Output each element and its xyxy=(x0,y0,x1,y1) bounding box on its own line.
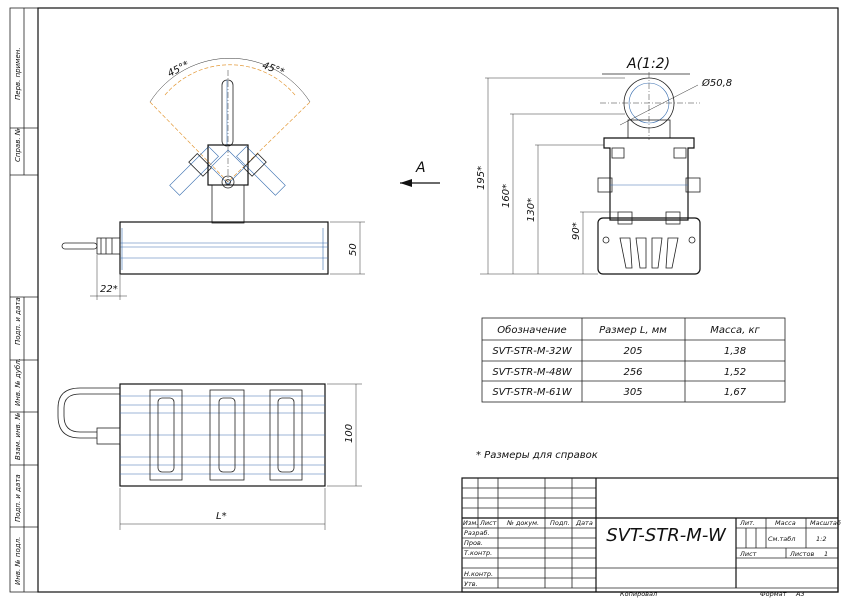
side-label-sign-date-1: Подп. и дата xyxy=(14,297,22,345)
cable-gland xyxy=(96,237,121,255)
table-cell: SVT-STR-M-32W xyxy=(492,346,572,357)
inner-frame xyxy=(37,7,839,593)
tb-lit: Лит. xyxy=(739,519,755,527)
tb-format: Формат xyxy=(760,590,787,598)
tb-col-sheet: Лист xyxy=(479,519,497,527)
table-header-length: Размер L, мм xyxy=(599,325,667,336)
side-strip: Перв. примен. Справ. № Подп. и дата Инв.… xyxy=(10,8,38,592)
top-view: 100 L* xyxy=(57,383,362,530)
table-cell: 305 xyxy=(623,387,642,398)
tb-sheet: Лист xyxy=(739,550,757,558)
yoke-bracket xyxy=(603,137,695,221)
table-cell: 1,38 xyxy=(724,346,746,357)
left-tilted-bracket xyxy=(169,146,219,196)
diameter-label: Ø50,8 xyxy=(701,77,732,89)
bracket-center xyxy=(209,389,245,481)
table-cell: SVT-STR-M-61W xyxy=(492,387,572,398)
table-cell: 1,52 xyxy=(724,367,746,378)
table-header-mass: Масса, кг xyxy=(710,325,760,336)
tb-mass-value: См.табл xyxy=(768,535,795,543)
side-label-first-use: Перв. примен. xyxy=(14,47,22,100)
dim-160-label: 160* xyxy=(501,184,512,208)
tb-role-approved: Утв. xyxy=(464,580,478,588)
table-cell: SVT-STR-M-48W xyxy=(492,367,572,378)
mount-post xyxy=(221,79,234,147)
tb-scale-value: 1:2 xyxy=(816,535,826,543)
table-cell: 205 xyxy=(623,346,642,357)
angle-right-label: 45°* xyxy=(261,60,286,78)
tb-col-change: Изм. xyxy=(463,519,478,527)
dim-22-label: 22* xyxy=(100,284,118,295)
tb-role-norm-control: Н.контр. xyxy=(464,570,493,578)
right-tilted-bracket xyxy=(236,146,286,196)
tb-sheets-value: 1 xyxy=(824,550,828,558)
swing-limit-lines xyxy=(149,101,311,183)
tb-role-checker: Пров. xyxy=(464,539,483,547)
table-cell: 256 xyxy=(623,367,642,378)
tb-role-developer: Разраб. xyxy=(464,529,490,537)
bracket-right xyxy=(269,389,303,481)
table-header-designation: Обозначение xyxy=(497,324,566,336)
angle-arc xyxy=(149,57,311,103)
tb-copied: Копировал xyxy=(620,590,657,598)
tb-col-date: Дата xyxy=(575,519,593,527)
view-a-title: A(1:2) xyxy=(626,56,670,72)
tb-designation: SVT-STR-M-W xyxy=(606,525,727,546)
tb-col-docno: № докум. xyxy=(506,519,539,527)
outer-frame xyxy=(9,7,839,593)
hinge-pivot xyxy=(221,175,235,189)
tb-role-tech-control: Т.контр. xyxy=(464,549,492,557)
title-block: Изм. Лист № докум. Подп. Дата Разраб. Пр… xyxy=(461,477,841,598)
view-a: A(1:2) Ø50,8 195* xyxy=(476,56,732,275)
bracket-left xyxy=(149,389,183,481)
note: * Размеры для справок xyxy=(476,450,598,461)
lamp-end-face xyxy=(597,217,701,275)
tb-sheets: Листов xyxy=(789,550,814,558)
side-label-sign-date-2: Подп. и дата xyxy=(14,474,22,522)
cable-loop xyxy=(63,393,120,433)
tb-scale-header: Масштаб xyxy=(810,519,841,527)
stand xyxy=(211,184,245,224)
dim-130-label: 130* xyxy=(526,198,537,222)
cable-stub xyxy=(61,242,98,250)
dim-195-label: 195* xyxy=(476,166,487,190)
lamp-body-front xyxy=(119,221,329,275)
dim-100-label: 100 xyxy=(344,424,355,443)
side-label-ref-no: Справ. № xyxy=(14,128,22,162)
dim-L-label: L* xyxy=(216,511,227,522)
dim-90-label: 90* xyxy=(571,222,582,240)
angle-left-label: 45°* xyxy=(166,59,191,79)
tb-col-sign: Подп. xyxy=(550,519,570,527)
table-cell: 1,67 xyxy=(724,387,747,398)
side-label-orig-inv: Инв. № подл. xyxy=(14,537,22,585)
side-label-dup-inv: Инв. № дубл. xyxy=(14,358,22,406)
view-arrow-label: A xyxy=(415,160,426,176)
view-arrow: A xyxy=(400,160,440,187)
cable-gland-top xyxy=(96,427,121,445)
tb-mass-header: Масса xyxy=(775,519,796,527)
side-label-replace-inv: Взам. инв. № xyxy=(14,412,22,460)
front-view: 45°* 45°* xyxy=(61,57,365,300)
spec-table: Обозначение Размер L, мм Масса, кг SVT-S… xyxy=(481,317,786,403)
dim-50-label: 50 xyxy=(348,243,359,256)
tb-format-value: А3 xyxy=(795,590,805,598)
